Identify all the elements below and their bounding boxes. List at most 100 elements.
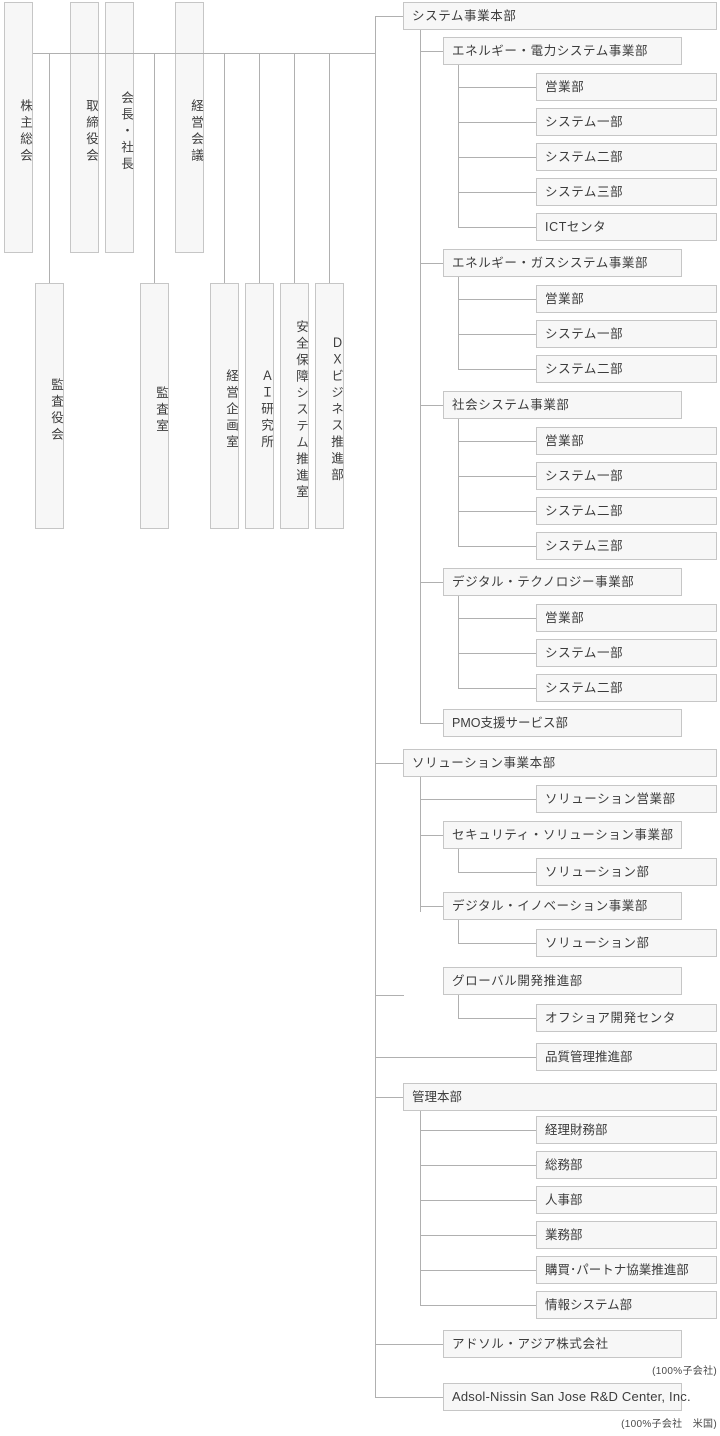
division-box-system[interactable]: システム事業本部: [403, 2, 717, 30]
stub-security-solution-dept: [420, 835, 444, 836]
stub-pmo-support-dept: [420, 723, 444, 724]
drop-line-audit-office: [154, 53, 155, 283]
digital-innovation-spine: [458, 920, 459, 943]
stub-dt-system2: [458, 688, 537, 689]
section-box-ss-system2[interactable]: システム二部: [536, 497, 717, 525]
energy-power-spine: [458, 65, 459, 227]
gov-box-management-meeting: 経営会議: [175, 2, 204, 253]
section-box-ss-sales[interactable]: 営業部: [536, 427, 717, 455]
dept-box-human-resources[interactable]: 人事部: [536, 1186, 717, 1214]
section-box-eg-system1[interactable]: システム一部: [536, 320, 717, 348]
stub-global-dev-dept: [375, 995, 404, 996]
drop-line-audit-board: [49, 53, 50, 283]
division-box-solution[interactable]: ソリューション事業本部: [403, 749, 717, 777]
social-system-spine: [458, 419, 459, 546]
section-box-digital-innovation[interactable]: ソリューション部: [536, 929, 717, 957]
stub-ss-system2: [458, 511, 537, 512]
gov-box-dx-business-promotion-dept: ＤＸビジネス推進部: [315, 283, 344, 529]
section-box-dt-sales[interactable]: 営業部: [536, 604, 717, 632]
trunk-line-horizontal: [33, 53, 376, 54]
dept-box-procurement-partner[interactable]: 購買･パートナ協業推進部: [536, 1256, 717, 1284]
dept-box-digital-innovation[interactable]: デジタル・イノベーション事業部: [443, 892, 682, 920]
stub-dt-system1: [458, 653, 537, 654]
subsidiary-box-adsol-nissin-san-jose[interactable]: Adsol-Nissin San Jose R&D Center, Inc.: [443, 1383, 691, 1411]
dept-box-operations[interactable]: 業務部: [536, 1221, 717, 1249]
section-box-eg-system2[interactable]: システム二部: [536, 355, 717, 383]
subsidiary-note-adsol-nissin-san-jose: (100%子会社 米国): [621, 1419, 717, 1430]
stub-human-resources-dept: [420, 1200, 537, 1201]
system-division-spine: [420, 30, 421, 723]
stub-ep-system2: [458, 157, 537, 158]
section-box-security-solution[interactable]: ソリューション部: [536, 858, 717, 886]
section-box-dt-system1[interactable]: システム一部: [536, 639, 717, 667]
stub-energy-gas-dept: [420, 263, 444, 264]
dept-box-accounting-finance[interactable]: 経理財務部: [536, 1116, 717, 1144]
stub-solution-division: [375, 763, 404, 764]
division-box-administration[interactable]: 管理本部: [403, 1083, 717, 1111]
drop-line-corporate-planning: [224, 53, 225, 283]
stub-general-affairs-dept: [420, 1165, 537, 1166]
digital-technology-spine: [458, 596, 459, 688]
gov-box-audit-and-supervisory-board: 監査役会: [35, 283, 64, 529]
drop-line-ai-research: [259, 53, 260, 283]
stub-adsol-asia: [375, 1344, 444, 1345]
section-box-ep-system2[interactable]: システム二部: [536, 143, 717, 171]
stub-offshore-dev-center: [458, 1018, 537, 1019]
stub-information-system-dept: [420, 1305, 537, 1306]
section-box-solution-sales[interactable]: ソリューション営業部: [536, 785, 717, 813]
subsidiary-box-adsol-asia[interactable]: アドソル・アジア株式会社: [443, 1330, 682, 1358]
dept-box-energy-power-system[interactable]: エネルギー・電力システム事業部: [443, 37, 682, 65]
stub-ep-ict-center: [458, 227, 537, 228]
section-box-ss-system3[interactable]: システム三部: [536, 532, 717, 560]
stub-admin-division: [375, 1097, 404, 1098]
dept-box-information-system[interactable]: 情報システム部: [536, 1291, 717, 1319]
global-development-spine: [458, 995, 459, 1018]
section-box-dt-system2[interactable]: システム二部: [536, 674, 717, 702]
stub-security-solution-section: [458, 872, 537, 873]
stub-dt-sales: [458, 618, 537, 619]
drop-line-dx-business: [329, 53, 330, 283]
section-box-eg-sales[interactable]: 営業部: [536, 285, 717, 313]
stub-procurement-partner-dept: [420, 1270, 537, 1271]
stub-operations-dept: [420, 1235, 537, 1236]
gov-box-ai-research-institute: ＡＩ研究所: [245, 283, 274, 529]
gov-box-board-of-directors: 取締役会: [70, 2, 99, 253]
gov-box-corporate-planning-office: 経営企画室: [210, 283, 239, 529]
dept-box-energy-gas-system[interactable]: エネルギー・ガスシステム事業部: [443, 249, 682, 277]
gov-box-audit-office: 監査室: [140, 283, 169, 529]
dept-box-digital-technology[interactable]: デジタル・テクノロジー事業部: [443, 568, 682, 596]
stub-ss-system1: [458, 476, 537, 477]
section-box-ep-sales[interactable]: 営業部: [536, 73, 717, 101]
dept-box-general-affairs[interactable]: 総務部: [536, 1151, 717, 1179]
gov-box-security-system-promotion-office: 安全保障システム推進室: [280, 283, 309, 529]
stub-ep-sales: [458, 87, 537, 88]
section-box-ep-ict-center[interactable]: ICTセンタ: [536, 213, 717, 241]
stub-ss-system3: [458, 546, 537, 547]
administration-division-spine: [420, 1111, 421, 1305]
stub-digital-technology-dept: [420, 582, 444, 583]
dept-box-global-development[interactable]: グローバル開発推進部: [443, 967, 682, 995]
stub-ep-system1: [458, 122, 537, 123]
stub-eg-system1: [458, 334, 537, 335]
stub-ss-sales: [458, 441, 537, 442]
stub-accounting-finance-dept: [420, 1130, 537, 1131]
stub-solution-sales-dept: [420, 799, 537, 800]
section-box-ep-system1[interactable]: システム一部: [536, 108, 717, 136]
stub-ep-system3: [458, 192, 537, 193]
section-box-offshore-development-center[interactable]: オフショア開発センタ: [536, 1004, 717, 1032]
stub-eg-sales: [458, 299, 537, 300]
security-solution-spine: [458, 849, 459, 872]
solution-division-spine: [420, 777, 421, 912]
dept-box-social-system[interactable]: 社会システム事業部: [443, 391, 682, 419]
section-box-ss-system1[interactable]: システム一部: [536, 462, 717, 490]
section-box-ep-system3[interactable]: システム三部: [536, 178, 717, 206]
stub-system-division: [375, 16, 404, 17]
dept-box-security-solution[interactable]: セキュリティ・ソリューション事業部: [443, 821, 682, 849]
drop-line-security-office: [294, 53, 295, 283]
dept-box-pmo-support-service[interactable]: PMO支援サービス部: [443, 709, 682, 737]
energy-gas-spine: [458, 277, 459, 369]
dept-box-quality-management[interactable]: 品質管理推進部: [536, 1043, 717, 1071]
stub-social-system-dept: [420, 405, 444, 406]
stub-energy-power-dept: [420, 51, 444, 52]
